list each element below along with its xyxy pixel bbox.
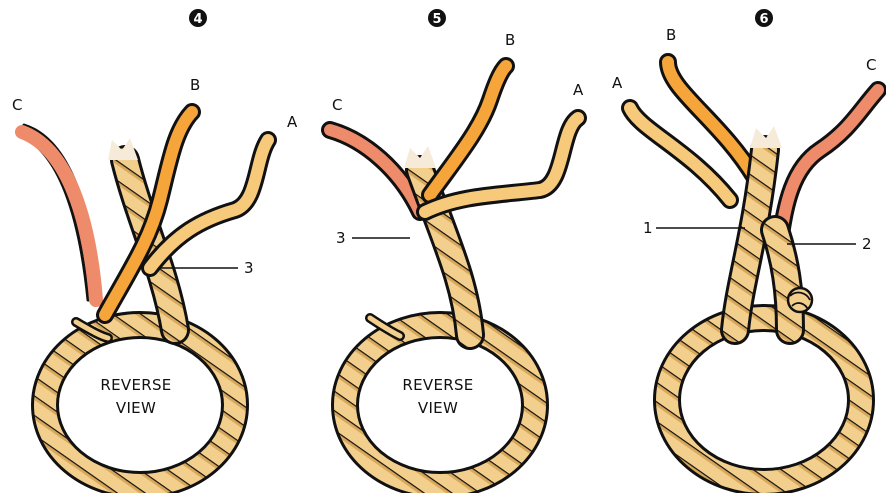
step-number: 6	[759, 12, 768, 27]
note-line-2: VIEW	[116, 399, 156, 417]
label-c: C	[12, 96, 22, 114]
panel-step-5: 5 C B	[330, 9, 584, 485]
note-line-1: REVERSE	[402, 376, 473, 394]
label-a: A	[287, 113, 298, 131]
label-a: A	[573, 81, 584, 99]
strand-b	[430, 66, 506, 195]
note-line-2: VIEW	[418, 399, 458, 417]
label-b: B	[505, 31, 515, 49]
label-a: A	[612, 74, 623, 92]
callout-label: 3	[244, 259, 254, 277]
strand-c	[18, 125, 100, 300]
label-b: B	[666, 26, 676, 44]
note-line-1: REVERSE	[100, 376, 171, 394]
panel-step-4: 4	[12, 9, 298, 485]
rope-loop	[667, 318, 861, 482]
callout-label-1: 1	[643, 219, 653, 237]
callout-label: 3	[336, 229, 346, 247]
step-number: 5	[432, 12, 441, 27]
label-b: B	[190, 76, 200, 94]
label-c: C	[332, 96, 342, 114]
whipping-knot	[788, 288, 812, 312]
strand-c	[780, 90, 878, 240]
panel-step-6: 6	[612, 9, 878, 482]
step-badge: 6	[755, 9, 773, 27]
step-number: 4	[193, 12, 202, 27]
step-badge: 5	[428, 9, 446, 27]
step-badge: 4	[189, 9, 207, 27]
callout-label-2: 2	[862, 235, 872, 253]
label-c: C	[866, 56, 876, 74]
